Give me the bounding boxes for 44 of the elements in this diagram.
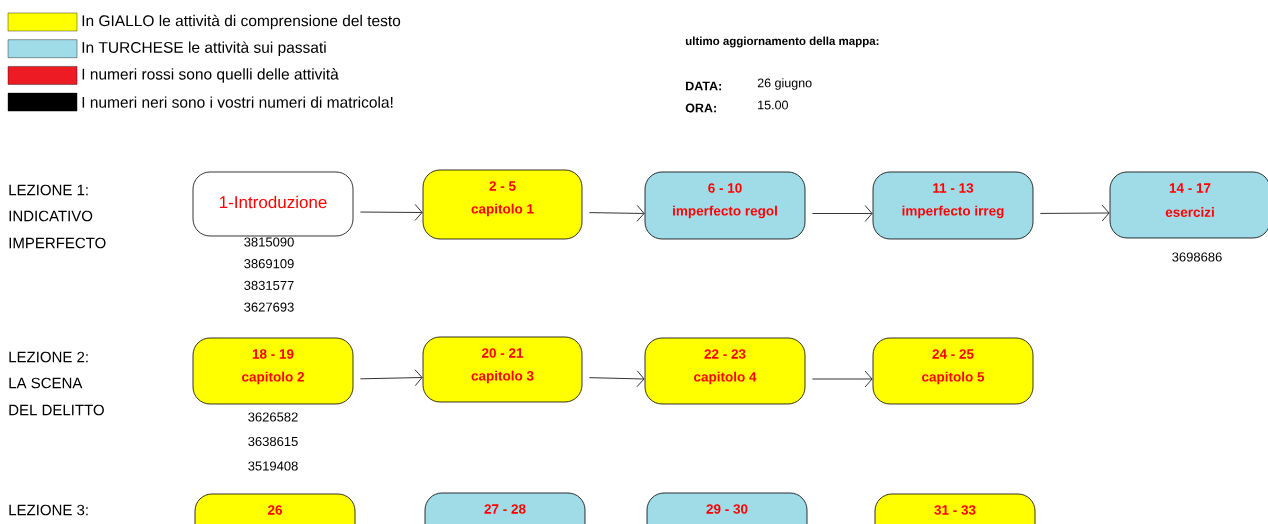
activity-box: 27 - 28: [424, 492, 586, 524]
legend-text: I numeri neri sono i vostri numeri di matricola!: [82, 96, 393, 108]
lesson-title: LEZIONE 2:: [9, 351, 88, 363]
arrow: [589, 205, 645, 222]
student-number: 3519408: [248, 461, 298, 471]
student-number: 3869109: [244, 259, 294, 269]
field-value: 15.00: [758, 100, 788, 110]
field-label: ORA:: [685, 103, 716, 113]
legend-text: I numeri rossi sono quelli delle attività: [82, 68, 339, 83]
update-heading: ultimo aggiornamento della mappa:: [685, 36, 879, 48]
activity-box: 11 - 13 imperfecto irreg: [872, 171, 1034, 240]
lesson-title: LEZIONE 1:: [9, 184, 88, 196]
arrow: [360, 369, 423, 387]
field-label: DATA:: [686, 81, 722, 91]
lesson-title: IMPERFECTO: [9, 237, 106, 249]
lesson-title: DEL DELITTO: [9, 404, 104, 416]
lesson-title: LEZIONE 3:: [9, 504, 88, 516]
field-value: 26 giugno: [757, 78, 812, 90]
activity-box: 24 - 25 capitolo 5: [872, 337, 1034, 405]
activity-box: 22 - 23 capitolo 4: [644, 337, 806, 405]
activity-box: 26: [194, 493, 356, 524]
activity-box: 20 - 21 capitolo 3: [422, 336, 583, 403]
activity-box: 6 - 10 imperfecto regol: [644, 171, 806, 240]
legend-text: In GIALLO le attività di comprensione del testo: [82, 14, 401, 30]
activity-box: 1-Introduzione: [192, 171, 354, 237]
activity-box: 14 - 17 esercizi: [1109, 171, 1268, 239]
student-number: 3831577: [244, 280, 294, 290]
student-number: 3815090: [244, 237, 294, 247]
activity-box: 29 - 30: [646, 492, 808, 524]
arrow: [589, 370, 645, 388]
student-number: 3698686: [1172, 252, 1222, 262]
student-number: 3627693: [244, 302, 294, 312]
student-number: 3626582: [248, 412, 298, 422]
arrow: [360, 204, 423, 221]
arrow: [812, 370, 873, 388]
activity-box: 31 - 33: [874, 493, 1036, 524]
arrow: [1040, 204, 1110, 222]
activity-box: 18 - 19 capitolo 2: [192, 337, 354, 405]
student-number: 3638615: [248, 436, 298, 447]
activity-box: 2 - 5 capitolo 1: [422, 169, 583, 240]
lesson-title: LA SCENA: [9, 377, 83, 389]
arrow: [812, 205, 873, 222]
lesson-title: INDICATIVO: [9, 210, 93, 222]
legend-text: In TURCHESE le attività sui passati: [82, 41, 326, 56]
